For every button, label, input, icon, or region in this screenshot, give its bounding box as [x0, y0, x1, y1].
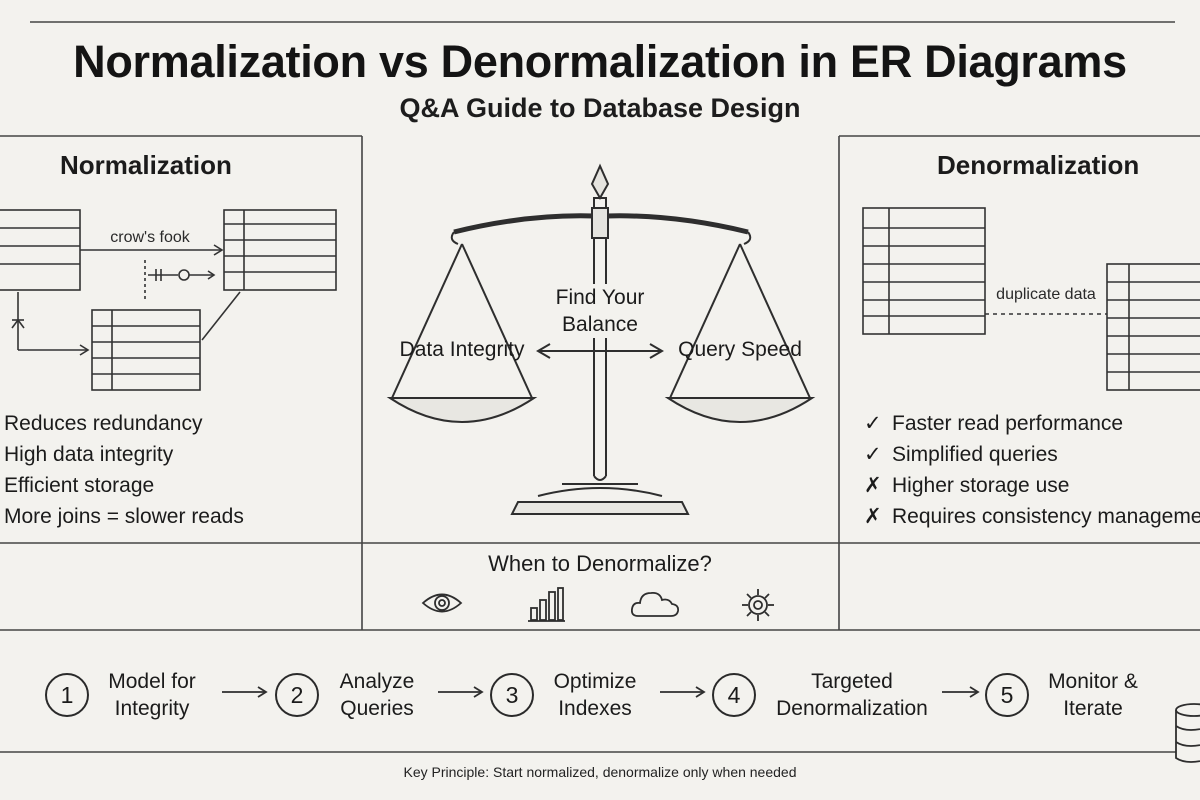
- step-number: 4: [712, 673, 756, 717]
- step-number: 1: [45, 673, 89, 717]
- step-number: 5: [985, 673, 1029, 717]
- step-number: 2: [275, 673, 319, 717]
- query-speed-label: Query Speed: [678, 338, 802, 361]
- step-label: Targeted Denormalization: [776, 670, 928, 720]
- list-item: High data integrity: [4, 443, 174, 466]
- duplicate-data-label: duplicate data: [996, 285, 1096, 305]
- balance-scale-icon: [386, 163, 816, 515]
- list-item: ✓ Simplified queries: [864, 439, 1200, 470]
- denormalization-title: Denormalization: [937, 150, 1140, 180]
- step-label: Model for Integrity: [108, 670, 196, 720]
- step-2: 2 Analyze Queries: [275, 668, 427, 722]
- cross-icon: ✗: [864, 505, 882, 528]
- step-4: 4 Targeted Denormalization: [712, 668, 942, 722]
- gear-icon: [742, 589, 774, 621]
- step-arrows: [222, 686, 980, 698]
- step-3: 3 Optimize Indexes: [490, 668, 650, 722]
- step-label: Monitor & Iterate: [1048, 670, 1138, 720]
- list-item: More joins = slower reads: [4, 505, 244, 528]
- cloud-icon: [630, 591, 680, 617]
- normalization-er-sketch: [0, 209, 337, 391]
- list-item: ✗ Requires consistency management: [864, 501, 1200, 532]
- eye-icon: [421, 593, 463, 613]
- when-to-denormalize-title: When to Denormalize?: [488, 551, 712, 576]
- database-icon: [1175, 703, 1200, 763]
- list-item: ✗ Higher storage use: [864, 470, 1200, 501]
- balance-label: Find Your Balance: [530, 284, 670, 338]
- check-icon: ✓: [864, 412, 882, 435]
- step-number: 3: [490, 673, 534, 717]
- key-principle: Key Principle: Start normalized, denorma…: [403, 764, 797, 780]
- cross-icon: ✗: [864, 474, 882, 497]
- denormalization-points: ✓ Faster read performance ✓ Simplified q…: [864, 408, 1200, 532]
- normalization-title: Normalization: [60, 150, 232, 180]
- crows-foot-label: crow's fook: [110, 229, 190, 246]
- step-label: Analyze Queries: [339, 670, 415, 720]
- step-label: Optimize Indexes: [553, 670, 637, 720]
- denormalization-table-sketch: [862, 207, 1200, 391]
- check-icon: ✓: [864, 443, 882, 466]
- page-subtitle: Q&A Guide to Database Design: [399, 93, 801, 123]
- normalization-points: Reduces redundancy High data integrity E…: [4, 408, 244, 532]
- page-title: Normalization vs Denormalization in ER D…: [73, 36, 1127, 87]
- step-5: 5 Monitor & Iterate: [985, 668, 1153, 722]
- list-item: Reduces redundancy: [4, 412, 203, 435]
- bar-chart-icon: [528, 587, 565, 622]
- list-item: ✓ Faster read performance: [864, 408, 1200, 439]
- step-1: 1 Model for Integrity: [45, 668, 207, 722]
- list-item: Efficient storage: [4, 474, 155, 497]
- data-integrity-label: Data Integrity: [399, 338, 525, 361]
